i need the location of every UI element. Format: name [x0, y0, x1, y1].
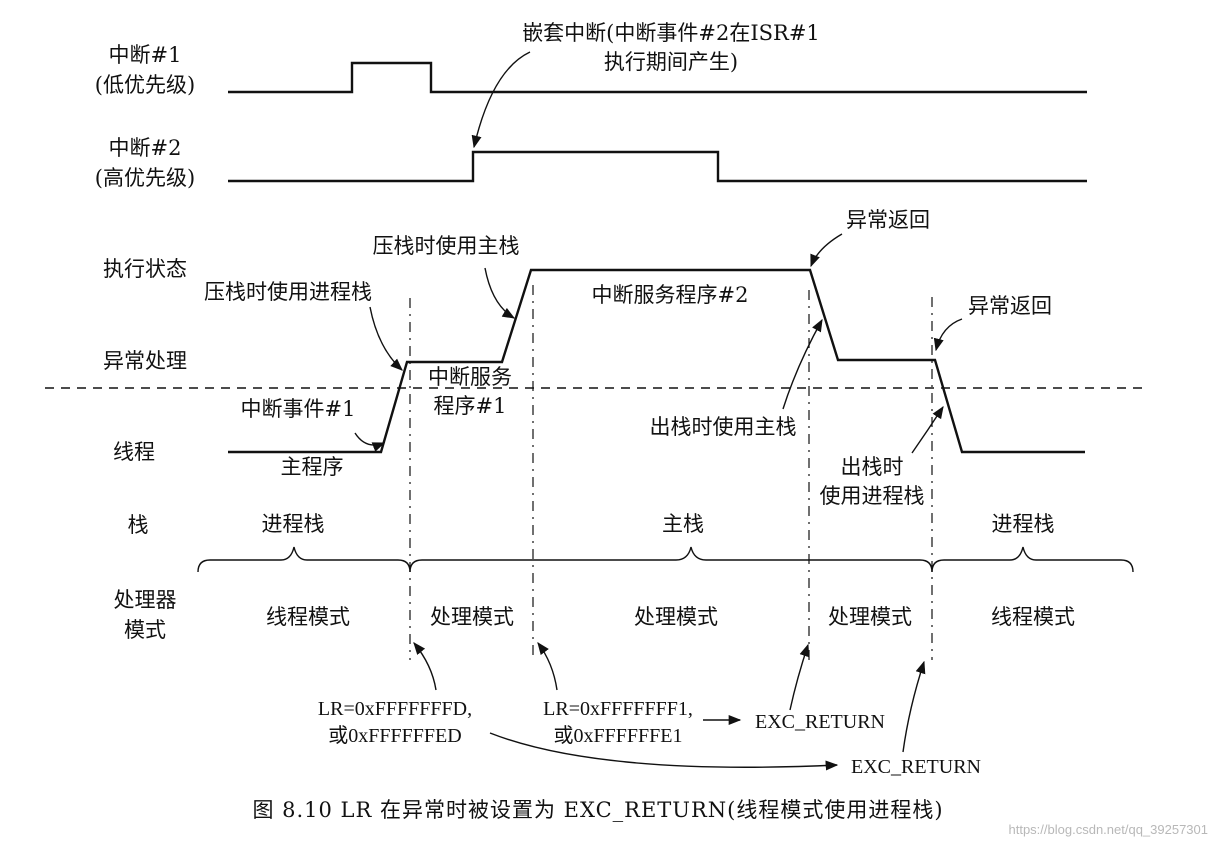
- stack-braces: [197, 546, 1134, 573]
- nested-interrupt-note-line2: 执行期间产生): [604, 50, 738, 74]
- interrupt1-signal: [228, 61, 1087, 94]
- isr1-label-line2: 程序#1: [434, 394, 507, 418]
- mode-handler-1: 处理模式: [430, 605, 514, 629]
- pop-process-stack-line1: 出栈时: [841, 455, 904, 479]
- interrupt1-label: 中断#1: [109, 43, 182, 67]
- watermark: https://blog.csdn.net/qq_39257301: [1009, 822, 1209, 837]
- mode-row-label-line1: 处理器: [114, 588, 177, 612]
- exception-handling-label: 异常处理: [103, 349, 187, 373]
- mode-handler-2: 处理模式: [634, 605, 718, 629]
- pop-main-stack-label: 出栈时使用主栈: [650, 415, 797, 439]
- stack-process-left: 进程栈: [262, 512, 325, 536]
- figure-caption: 图 8.10 LR 在异常时被设置为 EXC_RETURN(线程模式使用进程栈): [252, 798, 943, 822]
- isr1-label-line1: 中断服务: [428, 365, 512, 389]
- mode-thread-2: 线程模式: [991, 605, 1075, 629]
- lr-value-thread-line1: LR=0xFFFFFFFD,: [318, 698, 472, 720]
- stack-row-label: 栈: [128, 513, 149, 537]
- lr-value-thread-line2: 或0xFFFFFFED: [328, 724, 461, 747]
- exc-return-label-2: EXC_RETURN: [851, 756, 981, 778]
- nested-interrupt-note-line1: 嵌套中断(中断事件#2在ISR#1: [522, 21, 820, 45]
- exc-return-label-1: EXC_RETURN: [755, 711, 885, 733]
- stack-main: 主栈: [662, 512, 704, 536]
- interrupt2-label: 中断#2: [109, 136, 182, 160]
- lr-value-handler-line1: LR=0xFFFFFFF1,: [543, 698, 693, 720]
- stack-process-right: 进程栈: [992, 512, 1055, 536]
- main-program-label: 主程序: [281, 455, 344, 479]
- thread-level-label: 线程: [113, 440, 155, 464]
- interrupt2-signal: [228, 150, 1087, 183]
- exception-return-label-1: 异常返回: [846, 208, 930, 232]
- exception-return-label-2: 异常返回: [968, 294, 1052, 318]
- mode-row-label-line2: 模式: [124, 618, 166, 642]
- lr-value-handler-line2: 或0xFFFFFFE1: [554, 724, 683, 747]
- pop-process-stack-line2: 使用进程栈: [820, 484, 925, 508]
- exec-state-label: 执行状态: [103, 257, 187, 281]
- annotation-arrows: [354, 51, 963, 771]
- irq-event1-label: 中断事件#1: [241, 397, 356, 421]
- execution-state-trace: [228, 268, 1085, 454]
- push-process-stack-label: 压栈时使用进程栈: [204, 280, 372, 304]
- isr2-label: 中断服务程序#2: [592, 283, 749, 307]
- push-main-stack-label: 压栈时使用主栈: [373, 234, 520, 258]
- interrupt2-priority: (高优先级): [95, 166, 195, 190]
- mode-handler-3: 处理模式: [828, 605, 912, 629]
- mode-boundaries: [409, 285, 933, 660]
- mode-thread-1: 线程模式: [266, 605, 350, 629]
- interrupt1-priority: (低优先级): [95, 73, 195, 97]
